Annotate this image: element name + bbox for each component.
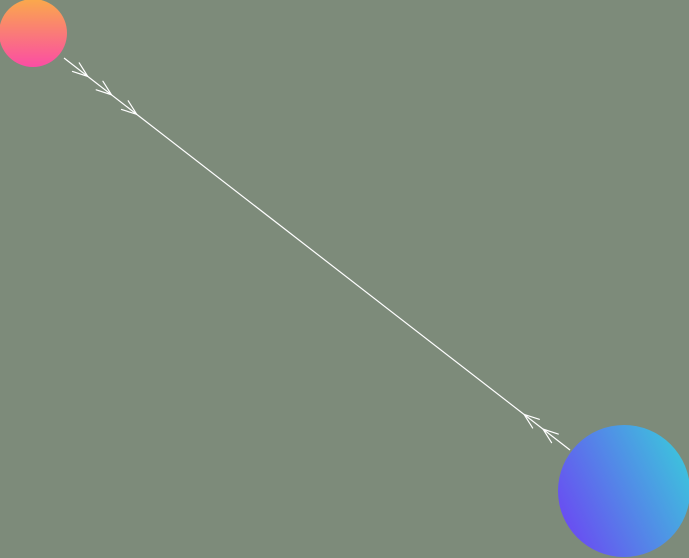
- edge-arrow-mark: [78, 62, 89, 77]
- edge-arrow-mark: [542, 428, 553, 444]
- edge-arrow-mark: [523, 413, 540, 420]
- edge-arrow-mark: [102, 80, 113, 96]
- edge-arrow-mark: [71, 70, 89, 77]
- edge-arrow-mark: [127, 100, 138, 115]
- edge-arrow-mark: [120, 108, 138, 115]
- edge-arrow-mark: [95, 89, 113, 96]
- node-small[interactable]: [0, 0, 67, 67]
- node-large[interactable]: [558, 425, 689, 557]
- edge-line: [63, 57, 571, 451]
- edge-arrow-mark: [542, 428, 559, 435]
- edge-arrow-mark: [523, 413, 534, 429]
